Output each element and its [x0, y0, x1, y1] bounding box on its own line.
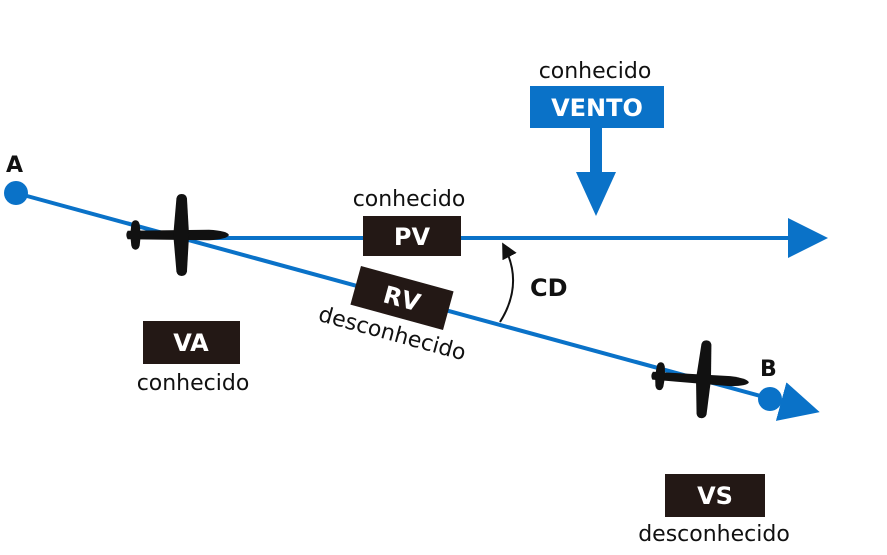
wind-box — [530, 86, 664, 128]
vs-caption: desconhecido — [638, 522, 790, 547]
wind-label: VENTO — [551, 94, 643, 122]
va-label: VA — [173, 329, 209, 357]
airplane-icon — [126, 194, 229, 276]
point-b-label: B — [760, 357, 777, 382]
pv-caption: conhecido — [353, 187, 466, 212]
vs-label: VS — [697, 482, 733, 510]
airplane-icon — [648, 336, 752, 422]
pv-label: PV — [394, 223, 431, 251]
wind-caption: conhecido — [539, 59, 652, 84]
rv-box — [350, 266, 454, 330]
angle-arrow-icon — [499, 242, 517, 323]
pv-box — [363, 216, 461, 256]
va-box — [143, 321, 240, 364]
point-b-marker — [758, 387, 782, 411]
vs-box — [665, 474, 765, 517]
point-a-marker — [4, 181, 28, 205]
point-a-label: A — [6, 153, 23, 178]
cd-label: CD — [530, 274, 568, 302]
va-caption: conhecido — [137, 371, 250, 396]
wind-arrow-icon — [576, 128, 616, 216]
